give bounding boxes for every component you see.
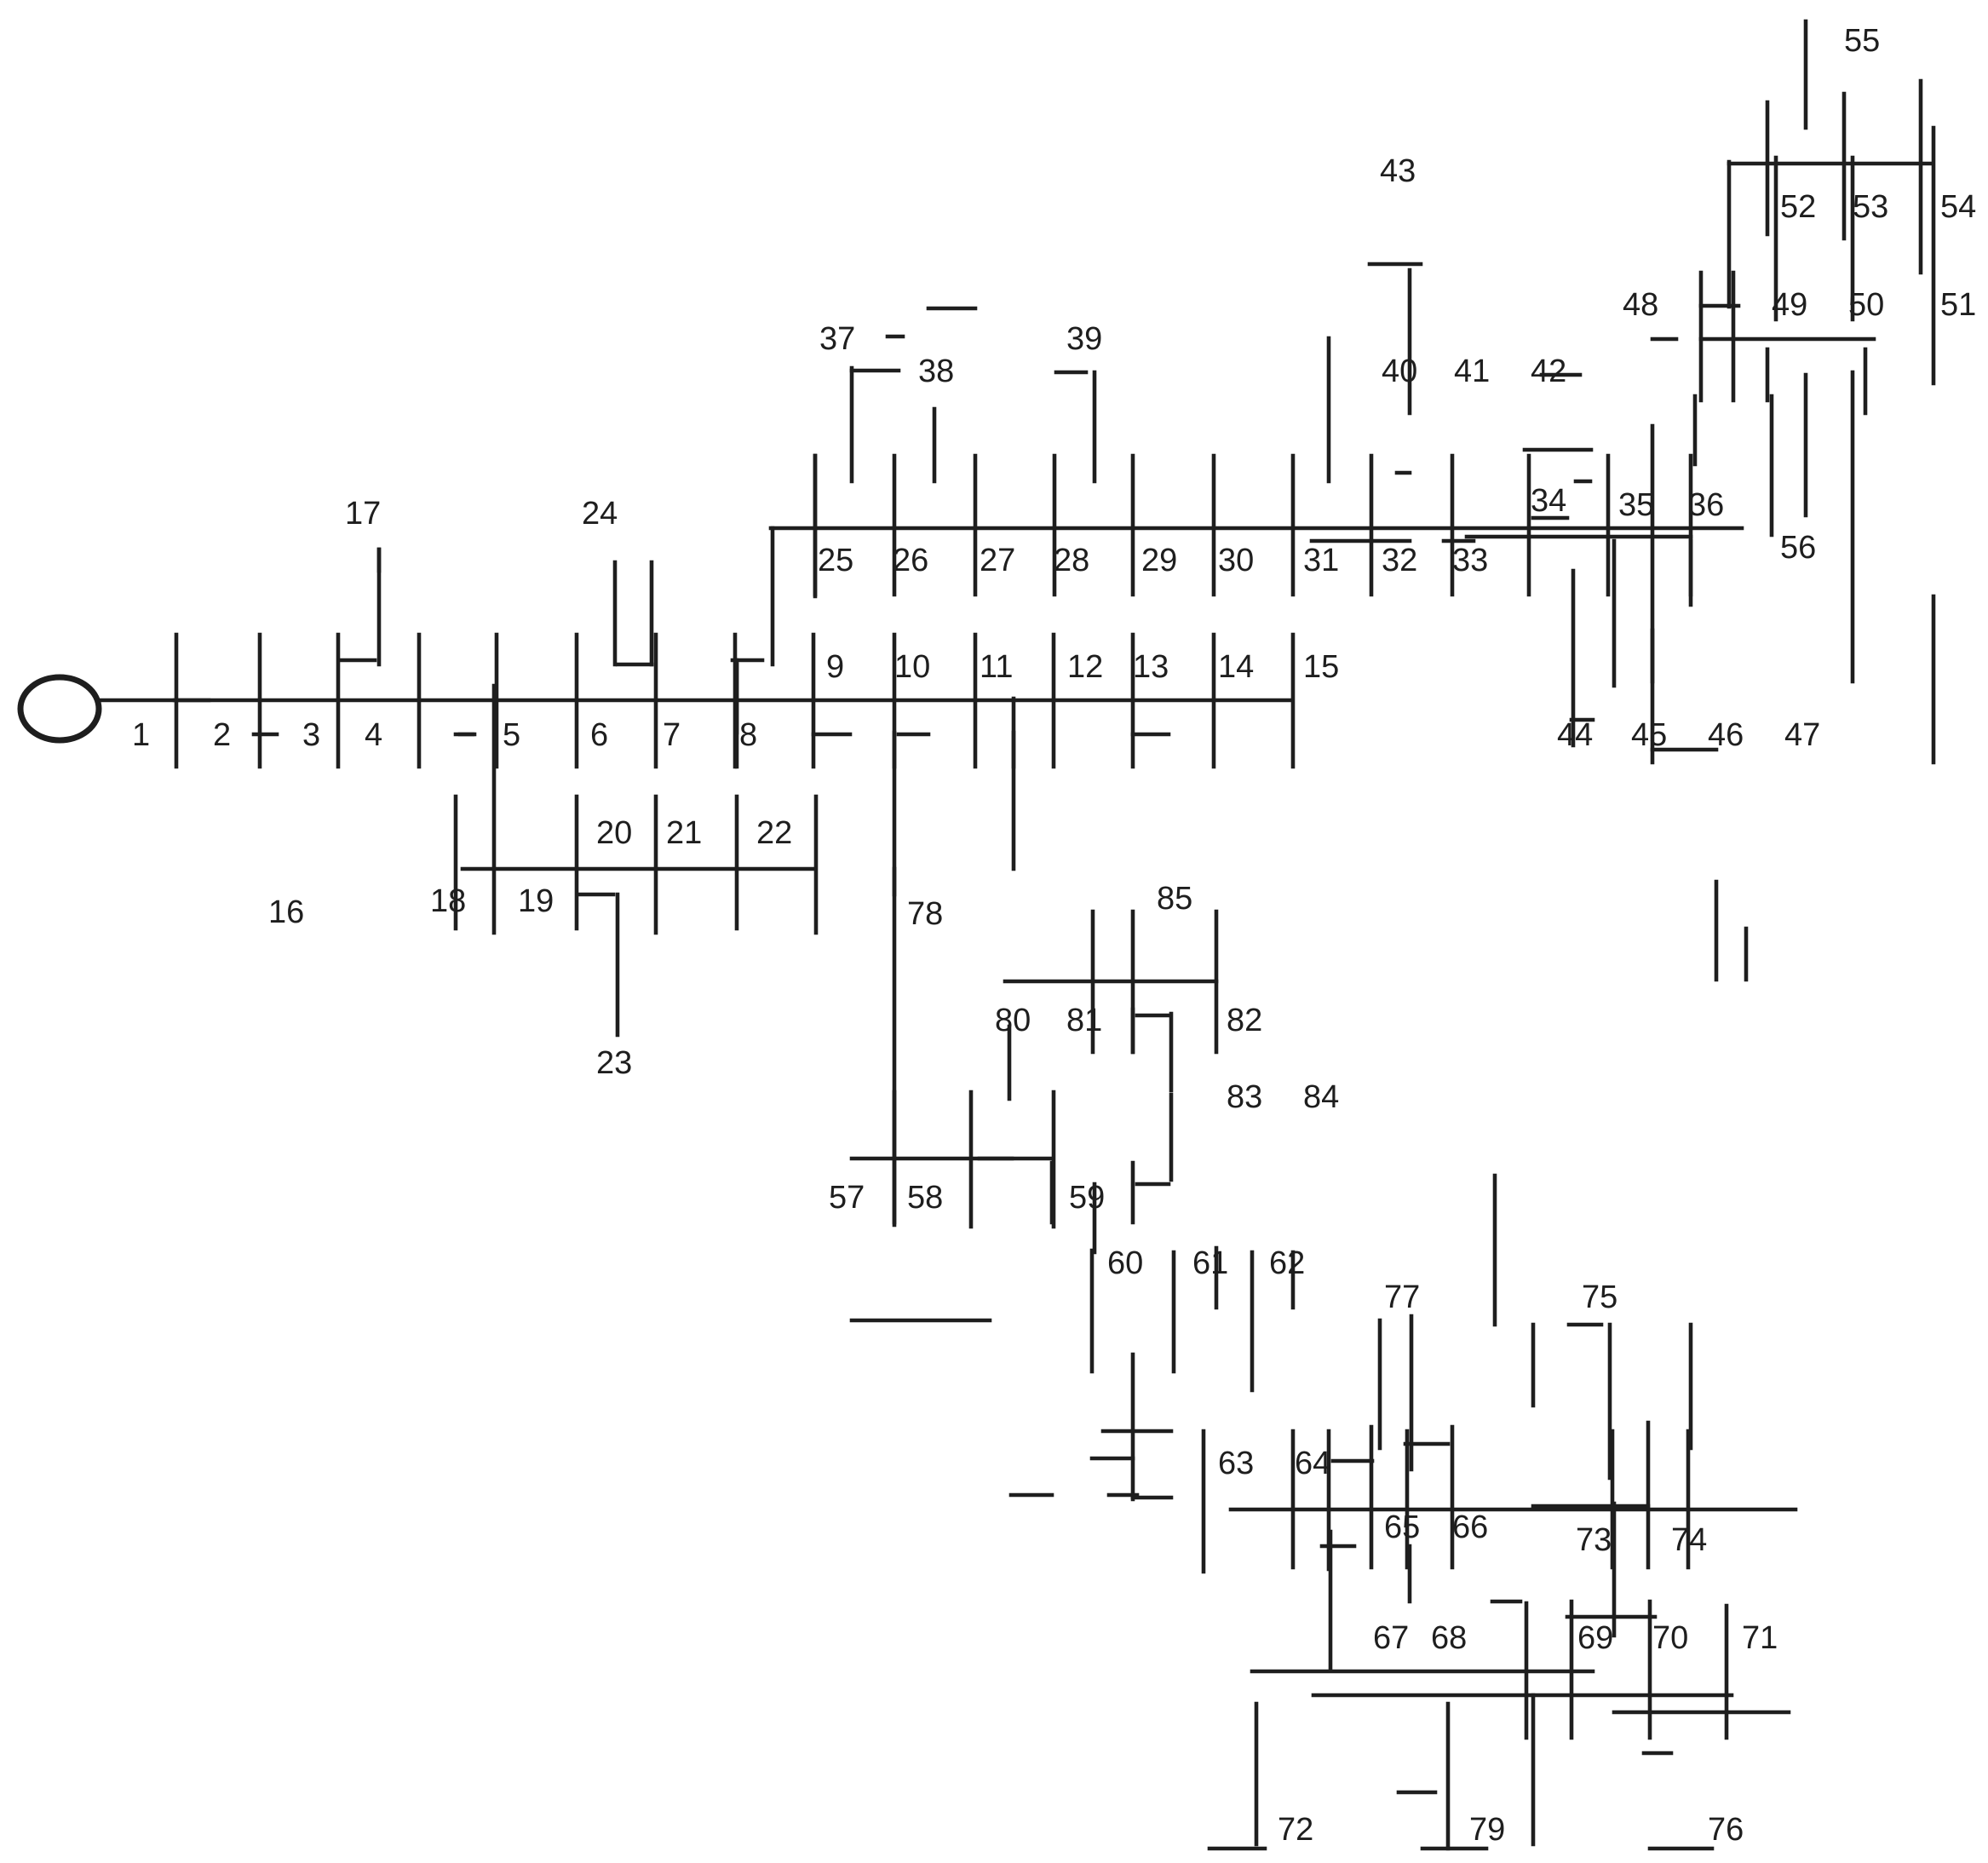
bus-label-44: 44 (1557, 717, 1593, 753)
bus-label-7: 7 (663, 717, 681, 753)
bus-label-31: 31 (1303, 543, 1339, 578)
bus-label-11: 11 (980, 649, 1013, 685)
bus-label-52: 52 (1780, 189, 1816, 225)
bus-label-39: 39 (1066, 321, 1102, 357)
bus-label-3: 3 (302, 717, 320, 753)
bus-label-1: 1 (132, 717, 150, 753)
bus-label-43: 43 (1380, 153, 1416, 189)
bus-label-49: 49 (1772, 287, 1807, 323)
network-lines (96, 19, 1936, 1851)
bus-label-37: 37 (819, 321, 855, 357)
bus-label-16: 16 (268, 894, 304, 930)
bus-label-20: 20 (596, 815, 632, 851)
bus-label-6: 6 (590, 717, 608, 753)
bus-label-50: 50 (1848, 287, 1884, 323)
bus-label-41: 41 (1454, 354, 1490, 389)
bus-label-14: 14 (1218, 649, 1254, 685)
bus-label-63: 63 (1218, 1446, 1254, 1481)
bus-label-42: 42 (1531, 354, 1566, 389)
bus-label-56: 56 (1780, 530, 1816, 566)
bus-label-10: 10 (894, 649, 930, 685)
bus-label-57: 57 (829, 1180, 865, 1216)
bus-label-64: 64 (1295, 1446, 1330, 1481)
bus-label-22: 22 (756, 815, 792, 851)
bus-label-24: 24 (582, 496, 618, 532)
bus-label-8: 8 (739, 717, 757, 753)
bus-label-68: 68 (1431, 1620, 1467, 1656)
bus-label-4: 4 (365, 717, 382, 753)
bus-label-26: 26 (893, 543, 928, 578)
bus-label-30: 30 (1218, 543, 1254, 578)
bus-label-27: 27 (980, 543, 1015, 578)
bus-label-73: 73 (1576, 1522, 1612, 1558)
bus-label-76: 76 (1708, 1812, 1744, 1848)
bus-label-84: 84 (1303, 1079, 1339, 1115)
bus-label-28: 28 (1054, 543, 1089, 578)
bus-label-71: 71 (1742, 1620, 1778, 1656)
bus-label-12: 12 (1067, 649, 1103, 685)
bus-label-45: 45 (1631, 717, 1667, 753)
bus-label-65: 65 (1384, 1509, 1420, 1545)
bus-label-79: 79 (1469, 1812, 1505, 1848)
bus-label-15: 15 (1303, 649, 1339, 685)
bus-label-21: 21 (666, 815, 702, 851)
bus-label-77: 77 (1384, 1279, 1420, 1315)
bus-label-46: 46 (1708, 717, 1744, 753)
bus-label-54: 54 (1940, 189, 1976, 225)
bus-label-23: 23 (596, 1045, 632, 1081)
bus-label-32: 32 (1382, 543, 1417, 578)
bus-label-34: 34 (1531, 483, 1566, 519)
bus-label-9: 9 (826, 649, 844, 685)
bus-label-5: 5 (503, 717, 520, 753)
bus-label-61: 61 (1192, 1245, 1228, 1281)
bus-label-2: 2 (213, 717, 231, 753)
bus-label-66: 66 (1452, 1509, 1488, 1545)
bus-label-83: 83 (1227, 1079, 1262, 1115)
bus-label-58: 58 (907, 1180, 943, 1216)
bus-label-51: 51 (1940, 287, 1976, 323)
bus-label-19: 19 (518, 883, 554, 919)
bus-label-47: 47 (1784, 717, 1820, 753)
bus-label-80: 80 (995, 1003, 1031, 1038)
bus-label-38: 38 (918, 354, 954, 389)
bus-label-17: 17 (345, 496, 381, 532)
bus-label-59: 59 (1069, 1180, 1105, 1216)
bus-label-60: 60 (1107, 1245, 1143, 1281)
bus-label-35: 35 (1618, 487, 1654, 523)
bus-label-13: 13 (1133, 649, 1169, 685)
bus-label-48: 48 (1623, 287, 1658, 323)
bus-label-78: 78 (907, 896, 943, 932)
bus-label-55: 55 (1844, 23, 1880, 59)
bus-label-82: 82 (1227, 1003, 1262, 1038)
bus-label-18: 18 (430, 883, 466, 919)
bus-label-74: 74 (1671, 1522, 1707, 1558)
bus-label-67: 67 (1373, 1620, 1409, 1656)
bus-label-40: 40 (1382, 354, 1417, 389)
bus-label-75: 75 (1582, 1279, 1617, 1315)
circle-source-icon (17, 674, 102, 744)
bus-label-62: 62 (1269, 1245, 1305, 1281)
bus-label-85: 85 (1157, 881, 1192, 917)
bus-label-33: 33 (1452, 543, 1488, 578)
bus-label-25: 25 (818, 543, 853, 578)
bus-label-81: 81 (1066, 1003, 1102, 1038)
bus-label-70: 70 (1652, 1620, 1688, 1656)
bus-label-29: 29 (1141, 543, 1177, 578)
bus-label-36: 36 (1688, 487, 1724, 523)
bus-label-72: 72 (1278, 1812, 1313, 1848)
bus-label-53: 53 (1853, 189, 1888, 225)
bus-label-69: 69 (1577, 1620, 1613, 1656)
